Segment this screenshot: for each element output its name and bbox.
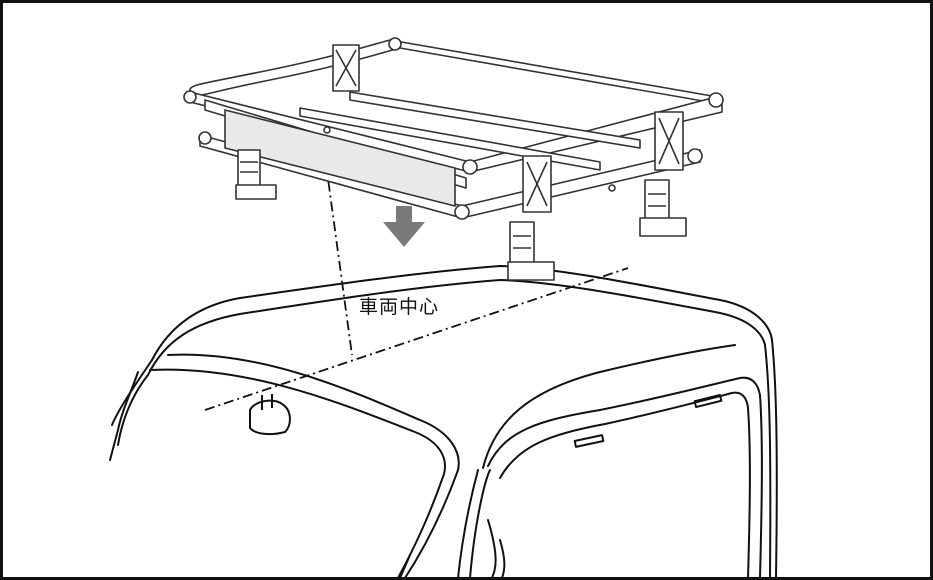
vehicle-center-label: 車両中心 bbox=[359, 296, 440, 318]
corner-elbow-fr bbox=[708, 92, 724, 108]
corner-elbow-br bbox=[687, 148, 703, 164]
roof-rack bbox=[183, 37, 724, 281]
bolt-2 bbox=[323, 126, 331, 134]
rack-cross-bar-2 bbox=[349, 91, 641, 149]
door-line-2 bbox=[457, 469, 479, 579]
corner-elbow-front-bot bbox=[454, 204, 470, 220]
roof-inner-line bbox=[147, 279, 766, 376]
stanchion-front-right bbox=[522, 155, 552, 213]
gutter-mark-2 bbox=[693, 393, 723, 409]
corner-elbow-front-top bbox=[462, 159, 478, 175]
roof-outline bbox=[151, 265, 773, 361]
windshield-inner bbox=[149, 368, 446, 579]
right-pillar-outer bbox=[771, 339, 778, 579]
windshield-bottom-left bbox=[399, 554, 411, 579]
stanchion-back-right bbox=[654, 111, 684, 171]
bolt-1 bbox=[608, 184, 616, 192]
stanchion-back-left bbox=[332, 44, 360, 92]
right-pillar-inner bbox=[764, 344, 772, 579]
vehicle-center-line bbox=[204, 267, 629, 411]
down-arrow-icon bbox=[383, 206, 425, 247]
corner-elbow-back bbox=[388, 37, 402, 51]
corner-elbow-bl bbox=[198, 131, 212, 145]
rack-back-rail bbox=[189, 39, 721, 105]
door-line-1 bbox=[469, 469, 491, 579]
windshield-outer bbox=[109, 353, 460, 579]
side-window-inner2 bbox=[487, 519, 506, 579]
roof-edge-right bbox=[482, 344, 736, 469]
gutter-mark-1 bbox=[573, 434, 605, 448]
side-window-outer bbox=[487, 376, 763, 579]
foot-bracket-right bbox=[639, 179, 687, 237]
rear-view-mirror bbox=[249, 394, 291, 436]
left-cab-side-inner bbox=[117, 374, 149, 446]
side-window-inner bbox=[499, 391, 751, 579]
foot-bracket-front bbox=[507, 221, 555, 281]
rack-cross-bar-1 bbox=[299, 107, 601, 171]
rack-front-panel bbox=[224, 109, 456, 207]
left-cab-side bbox=[111, 359, 153, 426]
vehicle-cab bbox=[109, 265, 778, 579]
corner-elbow-fl bbox=[183, 90, 197, 104]
foot-bracket-left bbox=[235, 149, 277, 200]
